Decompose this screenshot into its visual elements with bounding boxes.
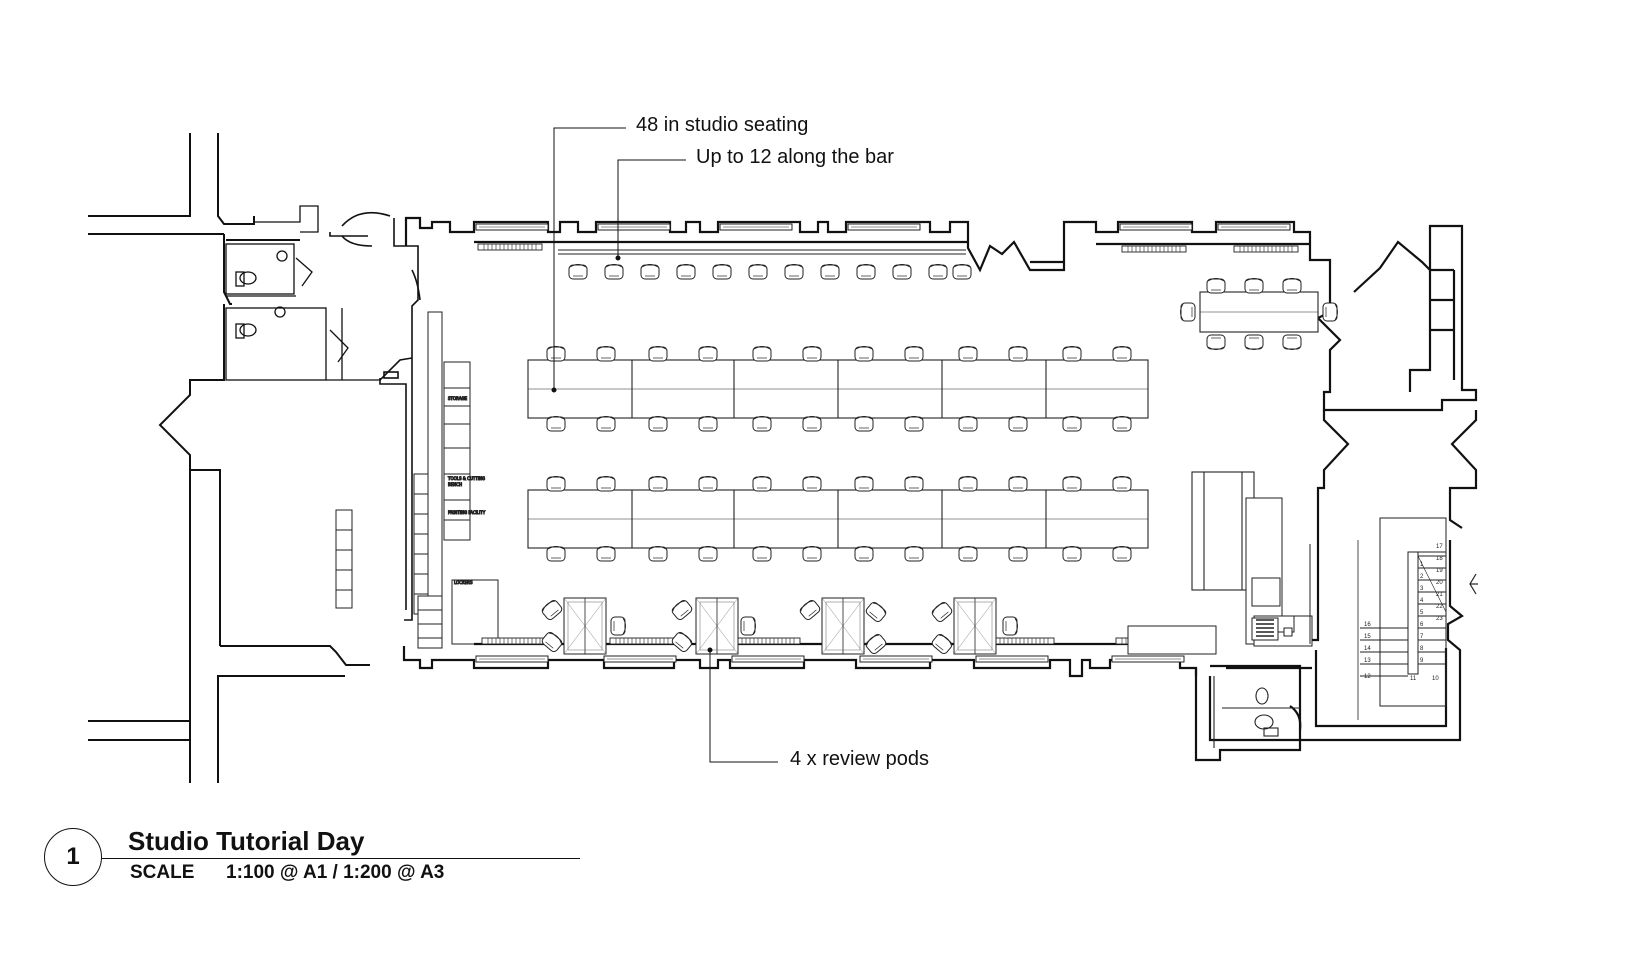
svg-text:BENCH: BENCH [448,482,462,487]
leader-studio-seating [553,127,626,390]
stair-step-4: 4 [1420,598,1424,604]
stair-step-9: 9 [1420,658,1424,664]
stair-step-11: 11 [1410,676,1417,682]
stair-numbers: 17 18 19 20 21 22 23 1 2 3 4 5 6 7 8 9 1… [1364,544,1443,682]
stair-step-7: 7 [1420,634,1424,640]
drawing-number: 1 [44,828,102,886]
bar-counter [558,249,966,255]
stair-step-6: 6 [1420,622,1424,628]
entry-corridor [329,211,421,621]
callout-leaders [551,127,778,763]
stair-step-17: 17 [1436,544,1443,550]
stair-step-18: 18 [1436,556,1443,562]
stair-step-5: 5 [1420,610,1424,616]
adjacent-building-walls [88,133,370,783]
leader-bar-seating [617,159,686,258]
svg-text:TOOLS & CUTTING: TOOLS & CUTTING [447,476,485,481]
stair-step-3: 3 [1420,586,1424,592]
stair-step-12: 12 [1364,674,1371,680]
stair-step-1: 1 [1420,562,1424,568]
stair-step-19: 19 [1436,568,1443,574]
stair-step-14: 14 [1364,646,1371,652]
stair-step-8: 8 [1420,646,1424,652]
svg-text:STORAGE: STORAGE [448,396,468,401]
stair-step-13: 13 [1364,658,1371,664]
stair-step-15: 15 [1364,634,1371,640]
scale-label: SCALE [130,862,195,883]
stair-step-21: 21 [1436,592,1443,598]
scale-value: 1:100 @ A1 / 1:200 @ A3 [226,862,445,883]
stair-step-22: 22 [1436,604,1443,610]
toilet-block-lower [1213,676,1300,748]
stair-step-16: 16 [1364,622,1371,628]
stair-step-2: 2 [1420,574,1424,580]
left-shelving: STORAGE TOOLS & CUTTING BENCH PRINTING F… [335,311,499,649]
desk-row-1 [527,359,1149,419]
top-windows [475,223,1299,253]
svg-text:PRINTING FACILITY: PRINTING FACILITY [448,510,486,515]
drawing-title: Studio Tutorial Day [128,826,365,856]
callout-bar-seating: Up to 12 along the bar [696,146,894,168]
title-underline [102,858,580,859]
svg-text:LOCKERS: LOCKERS [454,580,473,585]
callout-studio-seating: 48 in studio seating [636,114,809,136]
staircase [1357,517,1478,720]
review-pods [539,597,1018,656]
pinup-bench [1191,471,1255,591]
bar-stools [568,264,972,280]
meeting-table [1180,278,1338,350]
stair-step-20: 20 [1436,580,1443,586]
leader-review-pods [709,650,778,763]
toilet-block-upper [225,205,380,381]
stair-step-10: 10 [1432,676,1439,682]
drawing-title-block: 1 Studio Tutorial Day SCALE 1:100 @ A1 /… [44,826,580,894]
stair-step-23: 23 [1436,616,1443,622]
callout-review-pods: 4 x review pods [790,748,929,770]
desk-row-2 [527,489,1149,549]
kitchen-counter [1127,497,1313,655]
